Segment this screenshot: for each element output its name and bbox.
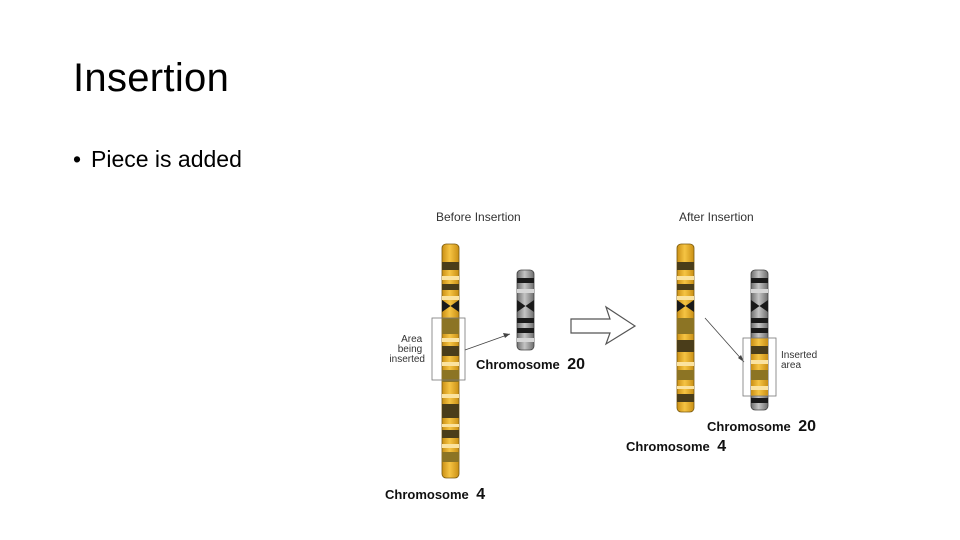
chromosome-20-after (750, 269, 769, 411)
inserted-area-box (742, 337, 777, 397)
chromosome-20-before (516, 269, 535, 351)
chromosome-20-label-before: Chromosome 20 (476, 356, 585, 373)
area-being-inserted-box (431, 317, 466, 381)
bullet-list: • Piece is added (73, 146, 242, 173)
transition-arrow (570, 305, 637, 346)
bullet-item: • Piece is added (73, 146, 242, 173)
after-insertion-heading: After Insertion (679, 210, 754, 224)
before-insertion-heading: Before Insertion (436, 210, 521, 224)
insertion-pointer-after (704, 317, 745, 363)
chromosome-4-before (441, 243, 460, 479)
bullet-text: Piece is added (91, 146, 242, 172)
area-label: Area being inserted (389, 334, 425, 365)
insertion-pointer-before (464, 333, 511, 351)
slide-title: Insertion (73, 56, 230, 100)
inserted-area-label: Inserted area (781, 350, 820, 371)
bullet-marker: • (73, 146, 82, 172)
chromosome-4-label-before: Chromosome 4 (385, 486, 485, 503)
chromosome-4-label-after: Chromosome 4 (626, 438, 726, 455)
chromosome-20-label-after: Chromosome 20 (707, 418, 816, 435)
chromosome-4-after (676, 243, 695, 413)
